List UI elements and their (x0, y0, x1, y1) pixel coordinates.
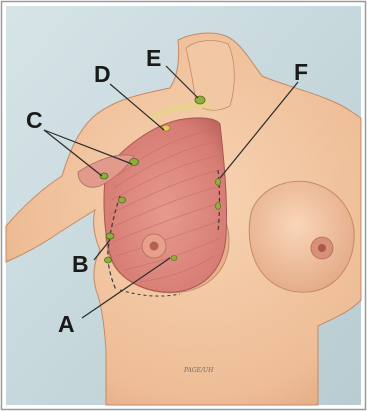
label-f: F (294, 59, 308, 85)
right-nipple (318, 244, 326, 252)
label-c: C (26, 107, 43, 133)
left-nipple (150, 242, 159, 251)
right-breast (249, 181, 354, 292)
label-b: B (72, 251, 89, 277)
label-a: A (58, 311, 75, 337)
label-d: D (94, 61, 111, 87)
artist-signature: PAGE/UH (183, 367, 214, 374)
label-e: E (146, 45, 161, 71)
